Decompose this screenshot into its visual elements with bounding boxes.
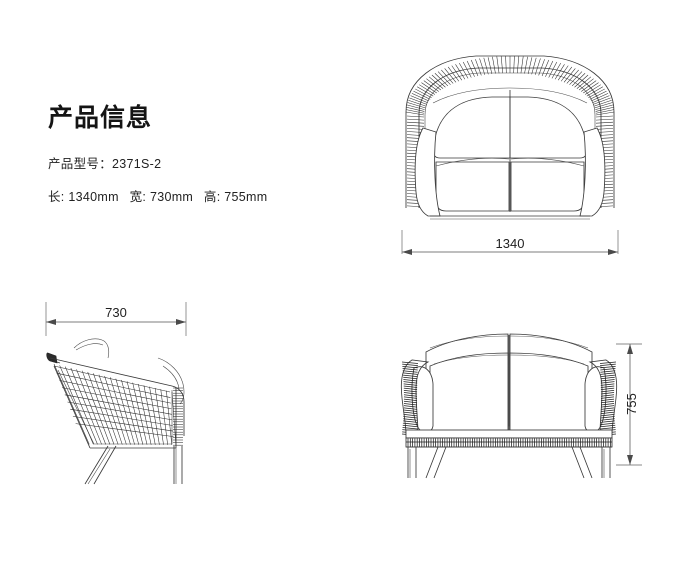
dimension-label-730: 730 <box>105 305 127 320</box>
top-view-drawing <box>392 46 628 226</box>
spec-width-value: 730mm <box>149 189 194 204</box>
model-line: 产品型号：2371S-2 <box>48 153 348 172</box>
spec-line: 长: 1340mm 宽: 730mm 高: 755mm <box>48 186 348 205</box>
spec-width-label: 宽: <box>129 189 147 204</box>
model-value: 2371S-2 <box>112 156 162 171</box>
top-view-dimension: 1340 <box>392 228 628 262</box>
model-label: 产品型号： <box>48 156 113 171</box>
dimension-label-755: 755 <box>624 393 639 415</box>
spec-height-label: 高: <box>203 189 221 204</box>
product-info-block: 产品信息 产品型号：2371S-2 长: 1340mm 宽: 730mm 高: … <box>48 104 348 219</box>
spec-length-value: 1340mm <box>68 189 119 204</box>
dimension-label-1340: 1340 <box>496 236 525 251</box>
page-title: 产品信息 <box>48 104 153 132</box>
spec-height-value: 755mm <box>224 189 268 204</box>
spec-length-label: 长: <box>48 189 65 204</box>
side-view-drawing: 730 <box>30 296 230 486</box>
front-view-drawing: 755 <box>390 322 662 482</box>
